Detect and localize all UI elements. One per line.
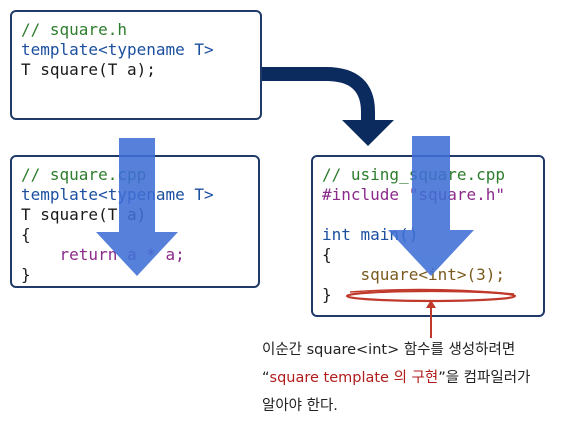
explanation-note: 이순간 square<int> 함수를 생성하려면 “square templa… — [262, 336, 572, 420]
impl-blocked-arrow-icon — [96, 138, 178, 276]
header-comment: // square.h — [21, 20, 127, 39]
note-line-2-rest: ”을 컴파일러가 — [438, 370, 531, 386]
note-line-1: 이순간 square<int> 함수를 생성하려면 — [262, 342, 516, 358]
header-code-box: // square.h template<typename T> T squar… — [10, 10, 262, 120]
usage-call-line: square<int>(3); — [322, 265, 506, 284]
call-highlight-ellipse-stroke2 — [349, 288, 515, 295]
note-line-3: 알아야 한다. — [262, 398, 338, 414]
impl-open-brace: { — [21, 225, 31, 244]
header-code: // square.h template<typename T> T squar… — [21, 20, 214, 80]
note-line-2: “square template 의 구현”을 컴파일러가 — [262, 364, 572, 392]
header-template-line: template<typename T> — [21, 40, 214, 59]
usage-open-brace: { — [322, 245, 332, 264]
note-open-quote: “ — [262, 370, 270, 386]
usage-close-brace: } — [322, 285, 332, 304]
usage-instantiate-arrow-icon — [388, 136, 474, 276]
include-flow-arrow-shaft — [262, 67, 375, 122]
header-declaration-line: T square(T a); — [21, 60, 156, 79]
impl-close-brace: } — [21, 265, 31, 284]
note-highlight-text: square template 의 구현 — [269, 370, 439, 386]
note-pointer-head — [426, 300, 436, 308]
usage-code-box: // using_square.cpp #include "square.h" … — [311, 155, 545, 317]
include-flow-arrow-head — [342, 120, 394, 146]
